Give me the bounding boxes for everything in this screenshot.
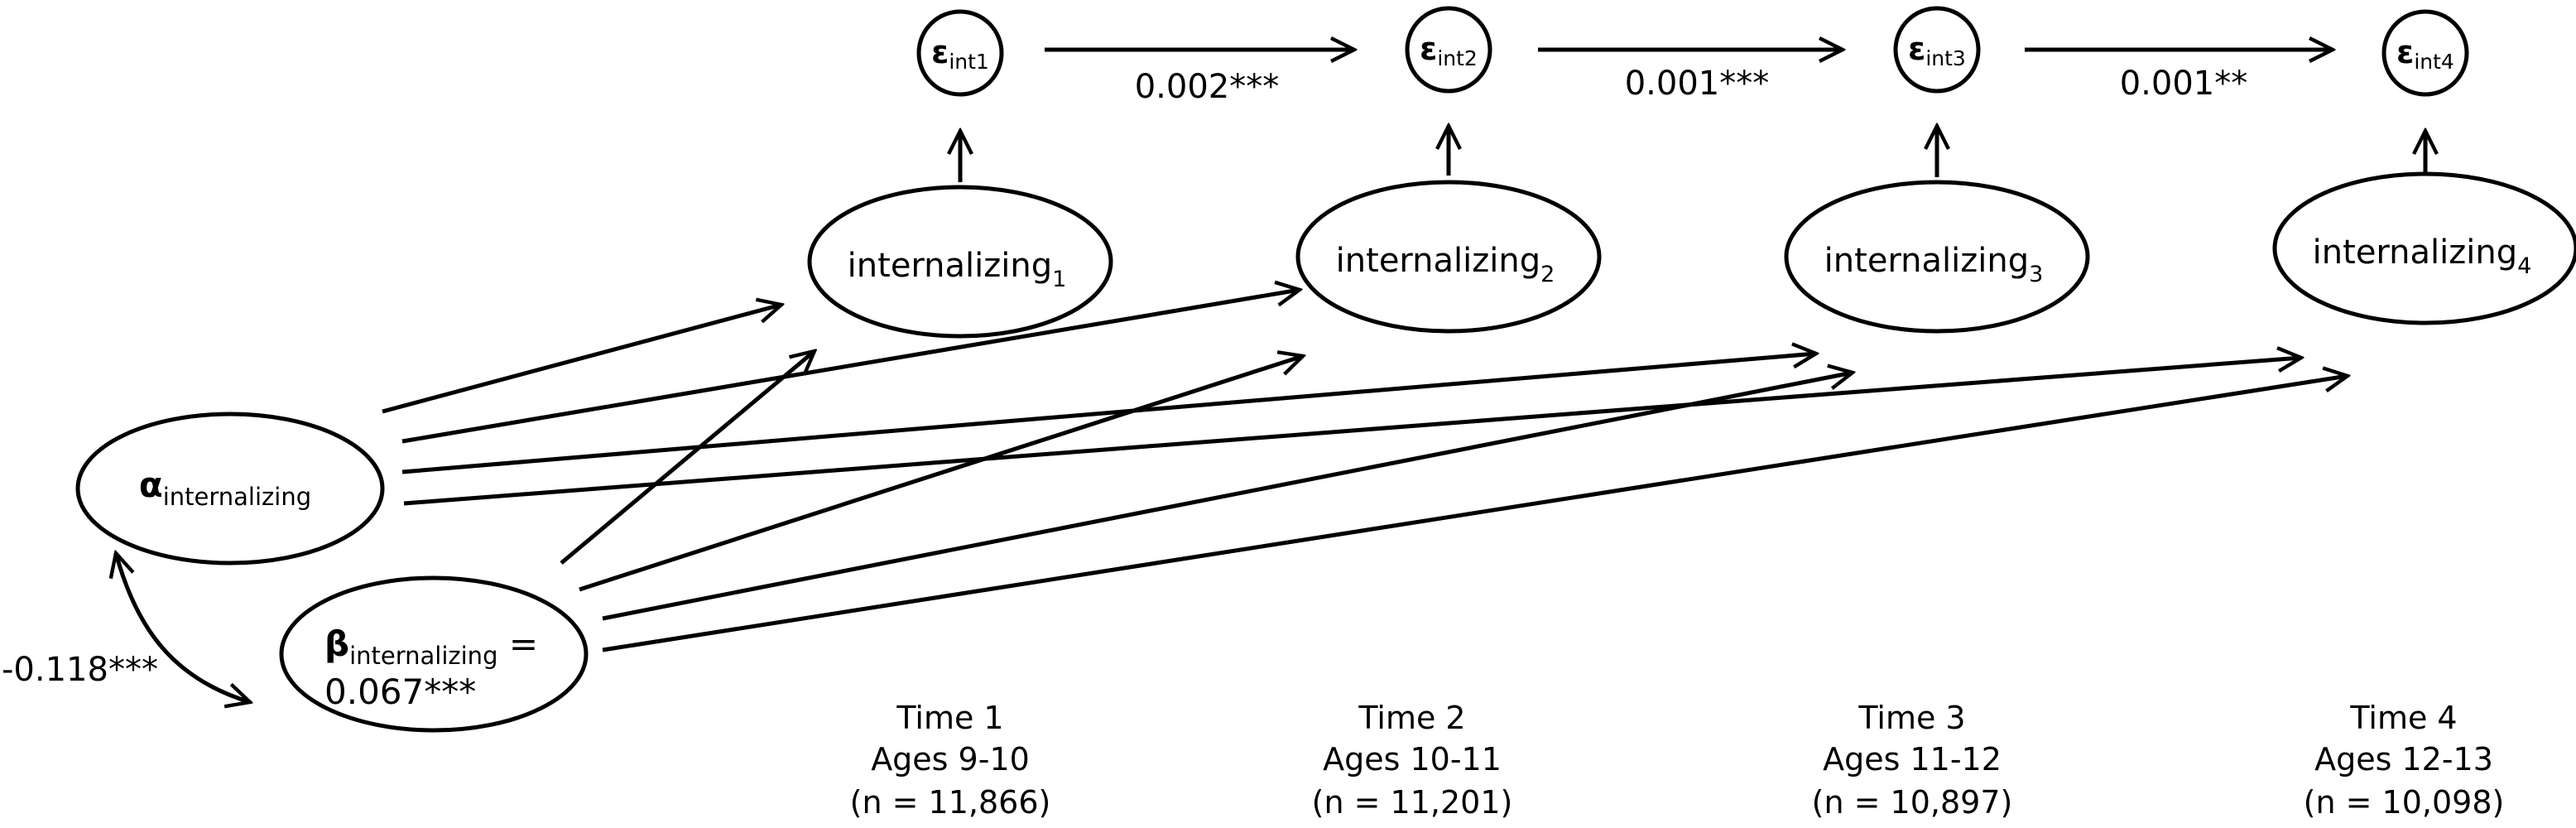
ages-label: Ages 11-12 bbox=[1823, 741, 2002, 777]
residual-circle bbox=[916, 9, 1004, 97]
observed-base: internalizing bbox=[2313, 233, 2517, 272]
residual-label: εint1 bbox=[931, 34, 989, 74]
observed-ellipse bbox=[1784, 180, 2090, 334]
observed-ellipse bbox=[807, 185, 1113, 339]
observed-subscript: 4 bbox=[2517, 253, 2531, 279]
alpha-to-t2-path bbox=[401, 290, 1300, 444]
alpha-symbol: α bbox=[139, 465, 163, 505]
observed-subscript: 3 bbox=[2029, 262, 2043, 287]
timepoint-1: Time 1 Ages 9-10 (n = 11,866) bbox=[850, 700, 1051, 821]
sample-size-label: (n = 10,098) bbox=[2304, 784, 2505, 821]
beta-equals: = bbox=[497, 623, 538, 664]
residual-label: εint3 bbox=[1908, 31, 1966, 70]
epsilon-symbol: ε bbox=[1420, 31, 1437, 67]
ages-label: Ages 10-11 bbox=[1323, 741, 1502, 777]
observed-label: internalizing4 bbox=[2313, 233, 2532, 279]
observed-node-1: internalizing1 bbox=[807, 185, 1113, 339]
sample-size-label: (n = 11,201) bbox=[1312, 784, 1513, 821]
residual-circle bbox=[1405, 6, 1492, 94]
alpha-subscript: internalizing bbox=[163, 483, 311, 511]
beta-to-t2-path bbox=[579, 356, 1303, 592]
residual-node-4: εint4 bbox=[2381, 9, 2469, 97]
ar-coef-3: 0.001** bbox=[2120, 65, 2248, 103]
ar-coef-2: 0.001*** bbox=[1625, 65, 1770, 103]
sample-size-label: (n = 11,866) bbox=[850, 784, 1051, 821]
observed-subscript: 2 bbox=[1540, 262, 1555, 287]
alpha-beta-covariance-path bbox=[116, 553, 250, 702]
sample-size-label: (n = 10,897) bbox=[1812, 784, 2013, 821]
timepoint-3: Time 3 Ages 11-12 (n = 10,897) bbox=[1812, 700, 2013, 821]
beta-label: βinternalizing = bbox=[324, 623, 538, 670]
observed-subscript: 1 bbox=[1052, 267, 1066, 292]
observed-label: internalizing1 bbox=[848, 247, 1067, 292]
residual-circle bbox=[2381, 9, 2469, 97]
autoregressive-paths: 0.002*** 0.001*** 0.001** bbox=[1045, 50, 2333, 106]
ages-label: Ages 12-13 bbox=[2314, 741, 2493, 777]
residual-label: εint4 bbox=[2396, 34, 2454, 74]
beta-subscript: internalizing bbox=[349, 642, 497, 670]
observed-node-3: internalizing3 bbox=[1784, 180, 2090, 334]
residual-node-2: εint2 bbox=[1405, 6, 1492, 94]
time-label: Time 2 bbox=[1358, 700, 1465, 736]
residual-circle bbox=[1893, 6, 1981, 94]
time-label: Time 3 bbox=[1858, 700, 1965, 736]
alpha-label: αinternalizing bbox=[139, 465, 311, 511]
residual-node-3: εint3 bbox=[1893, 6, 1981, 94]
observed-base: internalizing bbox=[1336, 242, 1540, 280]
ar-coef-1: 0.002*** bbox=[1135, 68, 1280, 106]
observed-node-4: internalizing4 bbox=[2272, 171, 2576, 325]
observed-label: internalizing3 bbox=[1824, 242, 2044, 287]
observed-node-2: internalizing2 bbox=[1295, 180, 1602, 334]
observed-ellipse bbox=[1295, 180, 1602, 334]
beta-ellipse bbox=[279, 575, 589, 733]
residual-subscript: int1 bbox=[949, 50, 989, 74]
alpha-latent-node: αinternalizing bbox=[75, 412, 385, 566]
observed-base: internalizing bbox=[848, 247, 1052, 285]
epsilon-symbol: ε bbox=[1908, 31, 1925, 67]
residual-subscript: int4 bbox=[2414, 50, 2454, 74]
residual-node-1: εint1 bbox=[916, 9, 1004, 97]
beta-symbol: β bbox=[324, 623, 349, 664]
beta-to-t1-path bbox=[560, 351, 815, 565]
timepoint-4: Time 4 Ages 12-13 (n = 10,098) bbox=[2304, 700, 2505, 821]
residual-label: εint2 bbox=[1420, 31, 1478, 70]
observed-base: internalizing bbox=[1824, 242, 2029, 280]
beta-to-t4-path bbox=[602, 376, 2348, 652]
epsilon-symbol: ε bbox=[2396, 34, 2414, 70]
time-label: Time 4 bbox=[2349, 700, 2457, 736]
epsilon-symbol: ε bbox=[931, 34, 949, 70]
residual-paths bbox=[960, 126, 2425, 184]
beta-value: 0.067*** bbox=[324, 672, 476, 712]
covariance-label: -0.118*** bbox=[2, 651, 158, 689]
alpha-to-t4-path bbox=[403, 358, 2301, 506]
alpha-to-t1-path bbox=[382, 305, 781, 414]
beta-latent-node: βinternalizing = 0.067*** bbox=[279, 575, 589, 733]
timepoint-2: Time 2 Ages 10-11 (n = 11,201) bbox=[1312, 700, 1513, 821]
alpha-ellipse bbox=[75, 412, 385, 566]
observed-label: internalizing2 bbox=[1336, 242, 1555, 287]
loading-paths bbox=[382, 290, 2348, 652]
residual-subscript: int2 bbox=[1437, 46, 1478, 70]
beta-to-t3-path bbox=[602, 373, 1853, 621]
ages-label: Ages 9-10 bbox=[871, 741, 1030, 777]
alpha-to-t3-path bbox=[401, 354, 1816, 474]
observed-ellipse bbox=[2272, 171, 2576, 325]
residual-subscript: int3 bbox=[1925, 46, 1966, 70]
time-label: Time 1 bbox=[896, 700, 1003, 736]
